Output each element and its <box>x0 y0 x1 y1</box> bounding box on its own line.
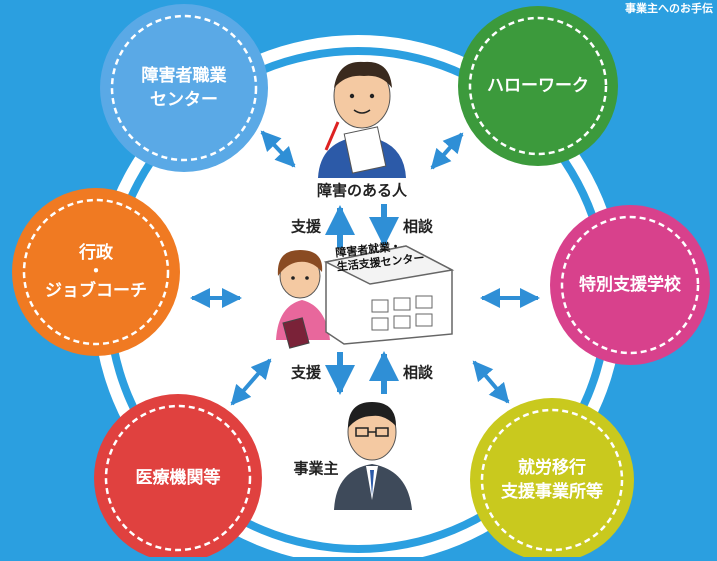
node-tokubetsu <box>550 205 710 365</box>
node-shuro-line1: 就労移行 <box>518 458 586 478</box>
node-shokugyo-center <box>100 4 268 172</box>
node-shuro-line2: 支援事業所等 <box>501 482 603 502</box>
support-bottom-label: 支援 <box>290 363 322 382</box>
arrow-shokugyo <box>260 130 296 168</box>
node-shuro <box>470 398 634 561</box>
consult-top-label: 相談 <box>402 217 434 236</box>
node-shokugyo-line2: センター <box>150 90 218 110</box>
employer-label: 事業主 <box>293 459 339 478</box>
arrow-hellowork <box>430 132 464 170</box>
node-gyosei-line1: 行政 <box>79 243 113 263</box>
node-iryo <box>94 394 262 561</box>
businessman-icon <box>334 402 412 510</box>
node-gyosei-label: 行政 ・ ジョブコーチ <box>45 241 147 303</box>
arrow-iryo <box>230 358 272 406</box>
node-tokubetsu-line1: 特別支援学校 <box>579 275 681 295</box>
node-hellowork <box>458 6 618 166</box>
consult-bottom-label: 相談 <box>402 363 434 382</box>
arrow-shuro <box>472 360 510 404</box>
node-gyosei-line3: ジョブコーチ <box>45 281 147 301</box>
node-gyosei <box>12 188 180 356</box>
connection-arrows <box>190 130 540 406</box>
top-person-label: 障害のある人 <box>316 181 408 200</box>
node-tokubetsu-label: 特別支援学校 <box>579 273 681 297</box>
node-shokugyo-line1: 障害者職業 <box>141 66 227 86</box>
building-icon <box>323 245 455 345</box>
person-with-clipboard-icon <box>318 61 406 178</box>
node-shuro-label: 就労移行 支援事業所等 <box>501 456 603 504</box>
corner-caption: 事業主へのお手伝 <box>625 2 713 15</box>
node-iryo-line1: 医療機関等 <box>135 468 221 488</box>
node-gyosei-line2: ・ <box>87 262 105 282</box>
support-top-label: 支援 <box>290 217 322 236</box>
node-hellowork-line1: ハローワーク <box>487 76 589 96</box>
node-hellowork-label: ハローワーク <box>487 74 589 98</box>
woman-with-book-icon <box>276 250 330 349</box>
node-iryo-label: 医療機関等 <box>136 466 221 490</box>
vertical-arrows <box>325 204 399 395</box>
node-shokugyo-label: 障害者職業 センター <box>142 64 227 112</box>
